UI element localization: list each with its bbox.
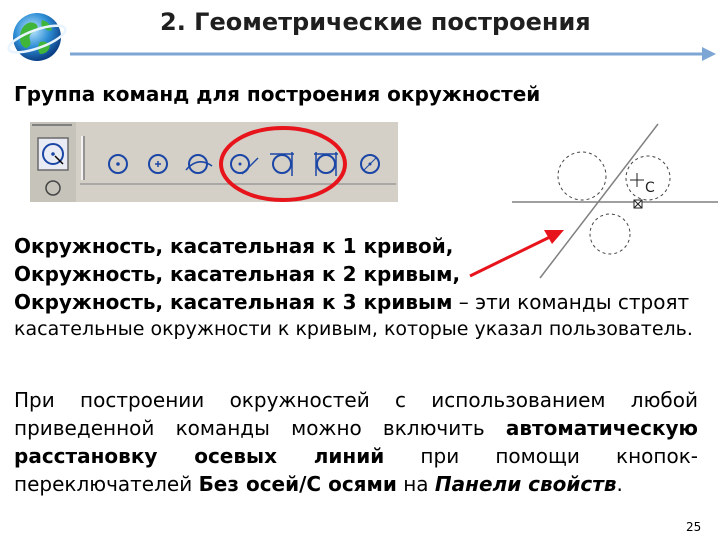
circle-tangent-1-curve-icon[interactable] [230,154,259,175]
command-line-3-bold: Окружность, касательная к 3 кривым [14,290,453,314]
para-italic-1: Панели свойств [434,472,617,496]
command-line-4: касательные окружности к кривым, которые… [14,318,693,340]
sketch-label: C [645,180,655,196]
circle-2-points-icon[interactable] [360,154,380,174]
command-line-3: Окружность, касательная к 3 кривым – эти… [14,290,689,314]
para-text-1: При построении окружностей с использован… [14,388,698,440]
command-line-1: Окружность, касательная к 1 кривой, [14,234,454,258]
para-text-4: . [616,472,623,496]
collapsed-tool-icon[interactable] [45,180,61,196]
tangent-circles-sketch: C [512,123,718,279]
circle-arc-center-icon[interactable] [185,154,213,174]
para-bold-1: автоматическую расстановку осевых линий [14,416,698,468]
highlight-ellipse [219,126,347,202]
page-number: 25 [686,520,702,534]
command-line-2: Окружность, касательная к 2 кривым, [14,262,461,286]
title-underline-arrow [70,47,716,61]
para-text-3: на [396,472,435,496]
para-bold-2: Без осей/С осями [198,472,397,496]
circle-center-radius-icon[interactable] [108,154,128,174]
circle-tangent-2-curves-icon[interactable] [270,152,294,176]
auto-axes-paragraph: При построении окружностей с использован… [14,386,698,498]
para-text-2: при помощи кнопок-переключателей [14,444,698,496]
pointer-arrow [469,230,564,278]
globe-logo-icon [7,13,67,61]
circle-3-points-icon[interactable] [148,154,168,174]
page-title: 2. Геометрические построения [160,8,591,36]
circle-tangent-3-curves-icon[interactable] [314,152,338,176]
active-circle-icon[interactable] [42,143,64,165]
command-line-3-rest: – эти команды строят [452,290,690,314]
circle-commands-toolbar [30,122,398,202]
section-subtitle: Группа команд для построения окружностей [14,82,541,106]
